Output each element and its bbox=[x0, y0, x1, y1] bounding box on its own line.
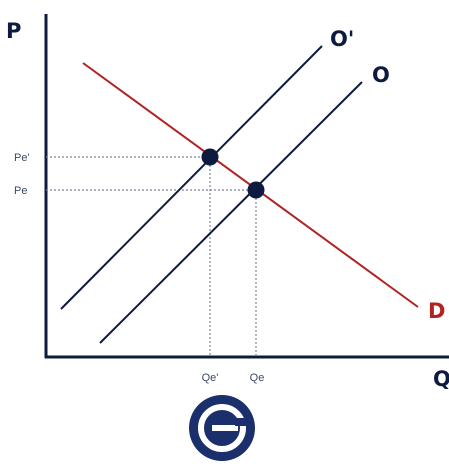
supply-label: O bbox=[372, 63, 390, 87]
x-axis-title: Q bbox=[433, 367, 449, 391]
supply-curve bbox=[99, 81, 363, 344]
supply-curve-shifted bbox=[60, 45, 323, 310]
equilibrium-point-new bbox=[201, 148, 219, 166]
price-tick-new: Pe' bbox=[14, 152, 30, 164]
quantity-tick: Qe bbox=[250, 372, 265, 384]
supply-shifted-label: O' bbox=[330, 27, 354, 51]
circular-e-logo-icon bbox=[189, 395, 255, 461]
equilibrium-point bbox=[247, 181, 265, 199]
demand-label: D bbox=[428, 299, 445, 323]
y-axis-title: P bbox=[6, 19, 21, 43]
price-tick: Pe bbox=[14, 185, 27, 197]
quantity-tick-new: Qe' bbox=[202, 372, 219, 384]
